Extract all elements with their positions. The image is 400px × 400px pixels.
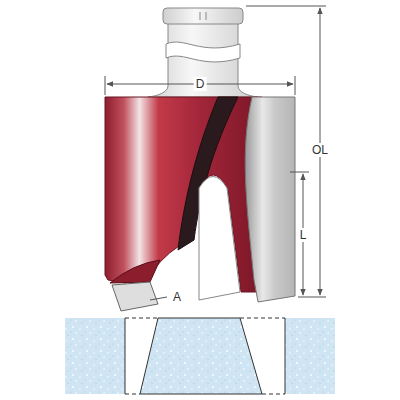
cutter-body-part (150, 297, 167, 300)
workpiece-section-part (285, 318, 335, 394)
shank-part (200, 12, 206, 20)
cutter-body-part (110, 260, 160, 283)
cutter-body-part (112, 282, 158, 311)
cutter-body-part (105, 97, 262, 292)
cutter-body-part (245, 97, 295, 302)
dimension-lines-part (246, 6, 326, 7)
dimension-label: OL (310, 143, 330, 157)
dimension-lines-part (298, 297, 326, 298)
workpiece-section-part (285, 318, 286, 394)
part-callout: A (171, 290, 183, 304)
workpiece-section-part (140, 318, 262, 394)
dimension-lines-part (290, 172, 309, 173)
shank-part (166, 42, 240, 62)
workpiece-section (65, 318, 335, 394)
dimension-label: L (298, 228, 309, 242)
cutter-body (105, 97, 295, 311)
cutter-body-part (199, 177, 240, 301)
dimension-lines-part (295, 76, 296, 95)
dimension-lines-part (105, 76, 106, 95)
workpiece-section-part (125, 318, 285, 394)
dimension-lines (105, 6, 326, 297)
shank-part (163, 8, 243, 24)
shank-part (148, 22, 258, 97)
workpiece-section-part (65, 318, 125, 394)
workpiece-section-part (125, 318, 126, 394)
dimension-label: D (194, 77, 207, 91)
